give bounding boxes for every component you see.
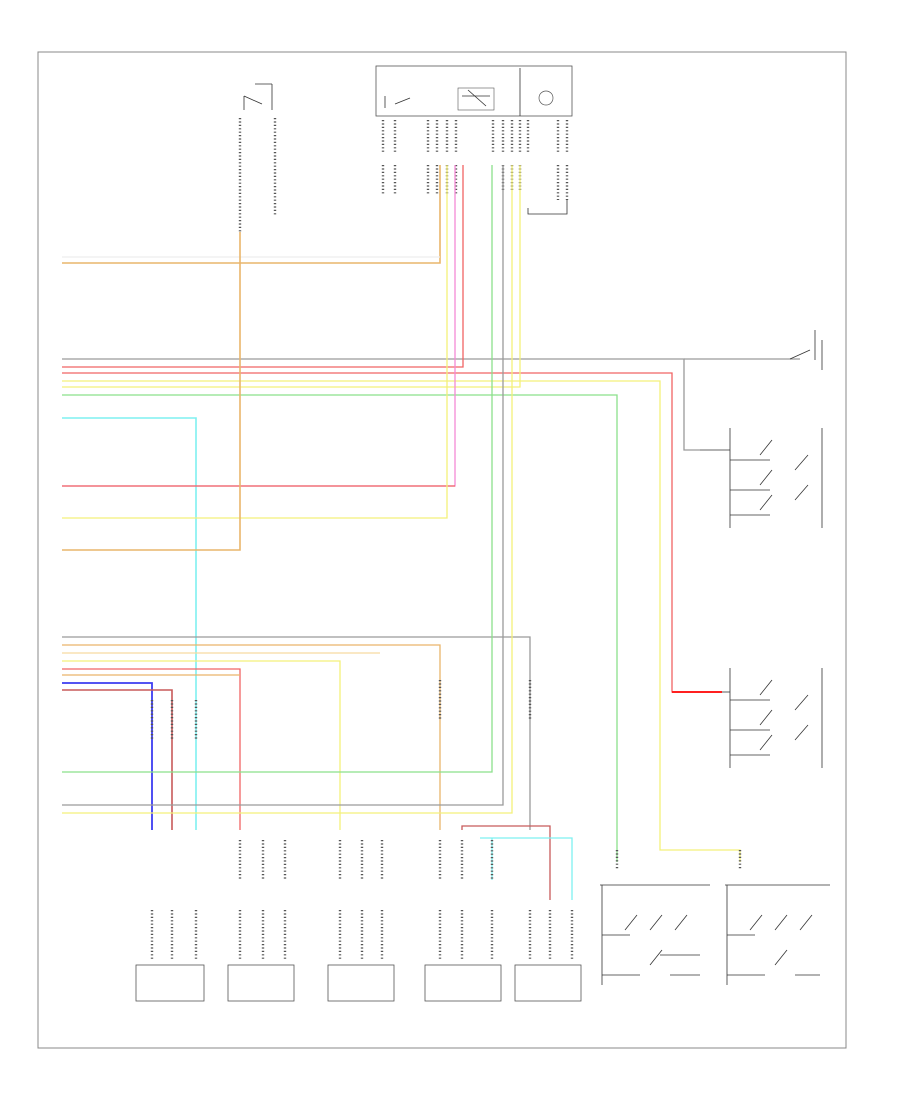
top-main-module [375,65,573,215]
diagram-frame [37,51,847,1049]
wire-bus [62,165,800,900]
right-upper-switch [789,330,823,370]
bottom-module-5 [514,964,582,1002]
bottom-right-switch-2 [725,884,830,985]
connector-pins [150,680,742,960]
top-switch [238,83,277,232]
right-lower-switch [722,668,823,768]
bottom-right-switch-1 [600,884,710,985]
bottom-module-3 [327,964,395,1002]
bottom-module-1 [135,964,205,1002]
bottom-module-4 [424,964,502,1002]
right-mid-switch [700,428,823,528]
bottom-module-2 [227,964,295,1002]
